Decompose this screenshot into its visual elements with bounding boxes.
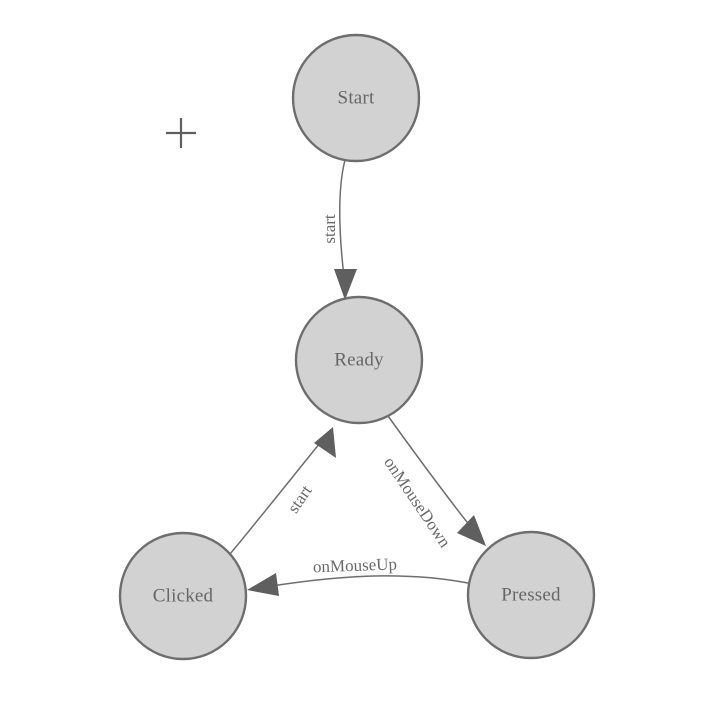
state-node-clicked-circle[interactable] bbox=[118, 531, 248, 661]
state-node-start-label: Start bbox=[338, 87, 375, 108]
edge-label-ready-to-pressed: onMouseDown bbox=[380, 453, 455, 551]
edge-pressed-to-clicked[interactable]: onMouseUp bbox=[247, 554, 469, 596]
edge-label-start-to-ready: start bbox=[320, 214, 339, 244]
state-node-start-circle[interactable] bbox=[291, 33, 421, 163]
state-node-clicked[interactable]: Clicked bbox=[118, 531, 248, 661]
arrowhead-pressed-to-clicked bbox=[247, 573, 279, 596]
edge-start-to-ready[interactable]: start bbox=[320, 159, 357, 300]
edge-ready-to-pressed[interactable]: onMouseDown bbox=[380, 415, 486, 551]
state-node-start[interactable]: Start bbox=[291, 33, 421, 163]
state-node-ready-circle[interactable] bbox=[294, 295, 424, 425]
edge-path-clicked-to-ready[interactable] bbox=[229, 442, 321, 555]
plus-marker-icon bbox=[166, 118, 196, 148]
state-node-ready-label: Ready bbox=[334, 349, 384, 370]
edge-clicked-to-ready[interactable]: start bbox=[229, 427, 336, 555]
arrowhead-ready-to-pressed bbox=[457, 515, 486, 546]
edge-label-pressed-to-clicked: onMouseUp bbox=[313, 554, 398, 576]
edge-path-ready-to-pressed[interactable] bbox=[387, 415, 475, 532]
marker-layer bbox=[166, 118, 196, 148]
edge-path-start-to-ready[interactable] bbox=[338, 159, 346, 286]
arrowhead-clicked-to-ready bbox=[314, 427, 336, 458]
node-layer: Start Ready Clicked Pressed bbox=[118, 33, 596, 661]
state-node-clicked-label: Clicked bbox=[153, 585, 214, 606]
edge-path-pressed-to-clicked[interactable] bbox=[271, 575, 469, 587]
state-node-pressed-circle[interactable] bbox=[466, 530, 596, 660]
state-node-pressed[interactable]: Pressed bbox=[466, 530, 596, 660]
edge-label-clicked-to-ready: start bbox=[284, 481, 316, 516]
state-node-ready[interactable]: Ready bbox=[294, 295, 424, 425]
state-node-pressed-label: Pressed bbox=[501, 584, 561, 605]
arrowhead-start-to-ready bbox=[334, 269, 357, 300]
